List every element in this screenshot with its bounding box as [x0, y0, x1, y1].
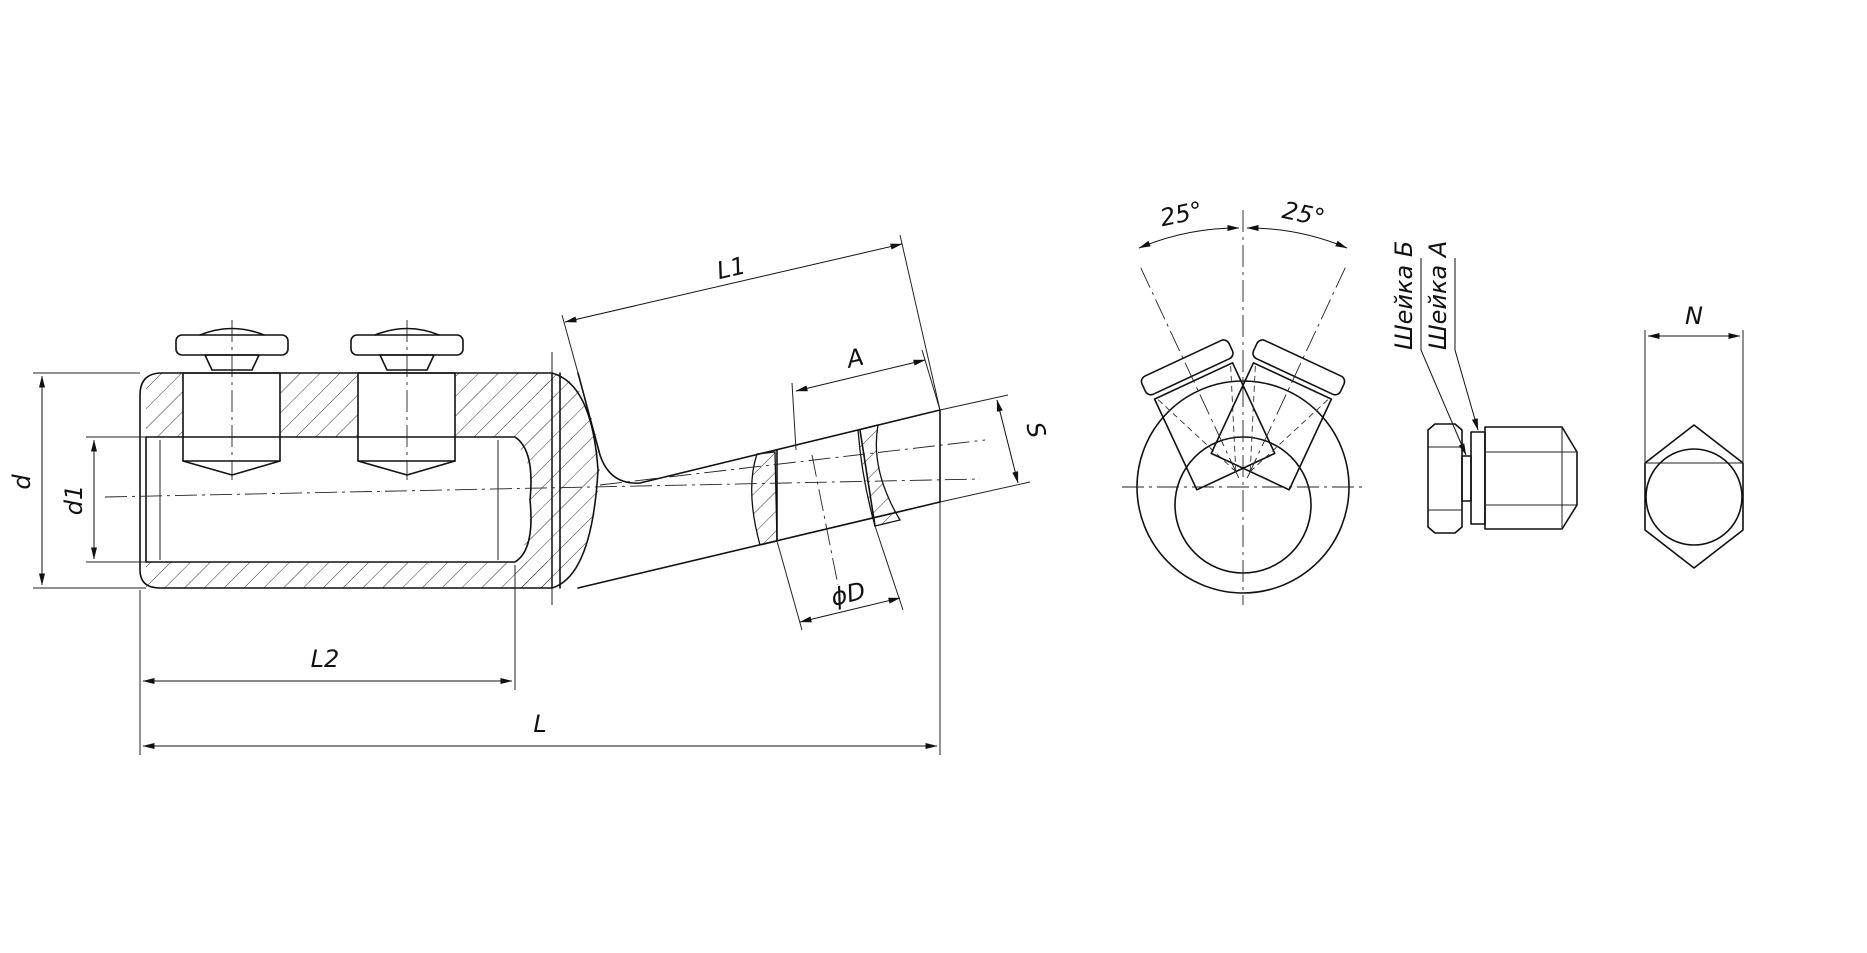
hole-edge-2 [859, 429, 876, 527]
end-bolt-left-hidden-2 [1230, 365, 1237, 472]
end-bolt-right-axis [1245, 267, 1346, 481]
D-ext-right [874, 525, 904, 611]
screw-socket-2-blank [358, 373, 455, 437]
hex-inner-circle [1645, 448, 1743, 546]
hole-axis [811, 454, 839, 586]
label-N: N [1685, 302, 1703, 330]
end-bolt-right-hidden-2 [1249, 399, 1329, 472]
barrel-bottom-wall-hatch [146, 562, 552, 588]
end-bolt-left-hidden-1 [1157, 399, 1237, 472]
shear-bolt-2 [350, 320, 464, 480]
bolt-2-shank [357, 372, 456, 462]
angle-left-arc [1138, 224, 1240, 249]
barrel-end-wall-hatch [515, 373, 600, 588]
A-ext-right [921, 349, 941, 411]
label-angle-right: 25° [1280, 196, 1327, 232]
screw-socket-1-blank [183, 373, 280, 437]
label-angle-left: 25° [1158, 196, 1205, 232]
label-A: A [842, 343, 866, 374]
dimension-S [996, 399, 1019, 484]
label-L1: L1 [714, 251, 748, 285]
hex-view: N [1644, 302, 1744, 569]
label-phiD: ϕD [828, 577, 868, 612]
dimension-phiD [799, 597, 901, 623]
tongue-hole-section-2 [857, 424, 902, 527]
bolt-detail-view: Шейка Б Шейка А [1390, 241, 1578, 534]
end-bolt-left-axis [1140, 267, 1241, 481]
neck-b [1461, 455, 1472, 502]
end-view: 25° 25° [1122, 196, 1365, 605]
label-neck-a: Шейка А [1424, 241, 1452, 350]
label-neck-b: Шейка Б [1390, 241, 1418, 350]
leader-neck-a [1454, 258, 1479, 431]
dimension-L1 [564, 243, 903, 323]
bolt-1-shank [182, 372, 281, 462]
label-L: L [533, 710, 546, 738]
bolt-detail-hex-head [1427, 423, 1463, 534]
hex-outline [1644, 424, 1744, 569]
end-bolt-right-hidden-1 [1249, 365, 1256, 472]
shear-bolt-1 [175, 320, 289, 480]
tongue-axis [599, 439, 986, 486]
S-ext-bottom [939, 481, 1031, 503]
tongue-hole-section-1 [751, 451, 778, 546]
end-view-bolt-right [1210, 267, 1346, 491]
leader-neck-b [1420, 258, 1467, 456]
barrel-bore [145, 436, 532, 563]
L1-ext-left [561, 314, 579, 374]
label-L2: L2 [311, 645, 340, 673]
S-ext-top [939, 394, 1009, 411]
label-S: S [1020, 419, 1051, 441]
angle-right-arc [1246, 224, 1348, 249]
label-d: d [8, 474, 36, 490]
barrel-outline [139, 372, 599, 589]
D-ext-left [776, 540, 803, 631]
A-ext-left [791, 382, 797, 451]
bolt-2-cone-tip [357, 460, 456, 476]
bolt-2-neck [379, 354, 435, 371]
bolt-1-neck [204, 354, 260, 371]
label-d1: d1 [60, 485, 88, 516]
L1-ext-right [899, 234, 941, 411]
dimension-A [795, 359, 926, 392]
neck-a-collar [1470, 431, 1486, 525]
barrel-axis [104, 478, 981, 498]
bolt-detail-body [1484, 426, 1578, 530]
side-view: d d1 L2 L L1 A S ϕD [8, 234, 1051, 755]
bolt-1-cone-tip [182, 460, 281, 476]
